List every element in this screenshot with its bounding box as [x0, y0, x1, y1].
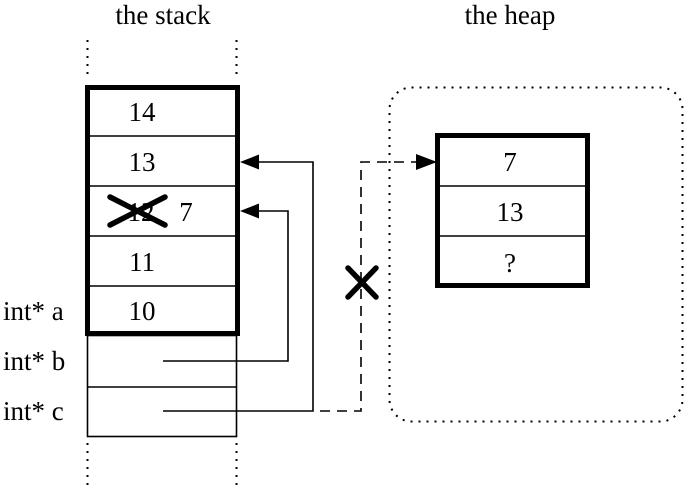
stack-cell-value: 14 — [129, 97, 157, 127]
heap-cell-value: ? — [504, 248, 516, 278]
pointer-label-a: int* a — [3, 296, 64, 326]
heap-cell-value: 7 — [503, 147, 517, 177]
pointer-arrow-c-to-stack — [163, 154, 314, 412]
pointer-arrow-b-to-stack — [163, 203, 289, 362]
stack-title: the stack — [115, 0, 211, 30]
heap-cell-value: 13 — [497, 197, 524, 227]
stack-frame-box — [85, 85, 240, 336]
stack-cell-new-value: 7 — [179, 197, 193, 227]
invalid-pointer-dashed-arrow — [320, 154, 437, 412]
pointer-label-c: int* c — [3, 396, 64, 426]
arrowhead-left-icon — [240, 154, 259, 170]
stack-cell-value: 13 — [129, 147, 156, 177]
cross-out-icon — [107, 194, 168, 228]
pointer-label-b: int* b — [3, 346, 65, 376]
arrowhead-right-icon — [416, 154, 437, 170]
invalid-pointer-x-icon — [345, 265, 379, 300]
stack-pointer-cells-box — [86, 334, 238, 438]
stack-cell-value: 11 — [129, 247, 155, 277]
heap-title: the heap — [465, 0, 556, 30]
arrowhead-left-icon — [240, 203, 259, 219]
heap-block-box — [435, 133, 590, 288]
stack-cell-value: 10 — [129, 296, 156, 326]
